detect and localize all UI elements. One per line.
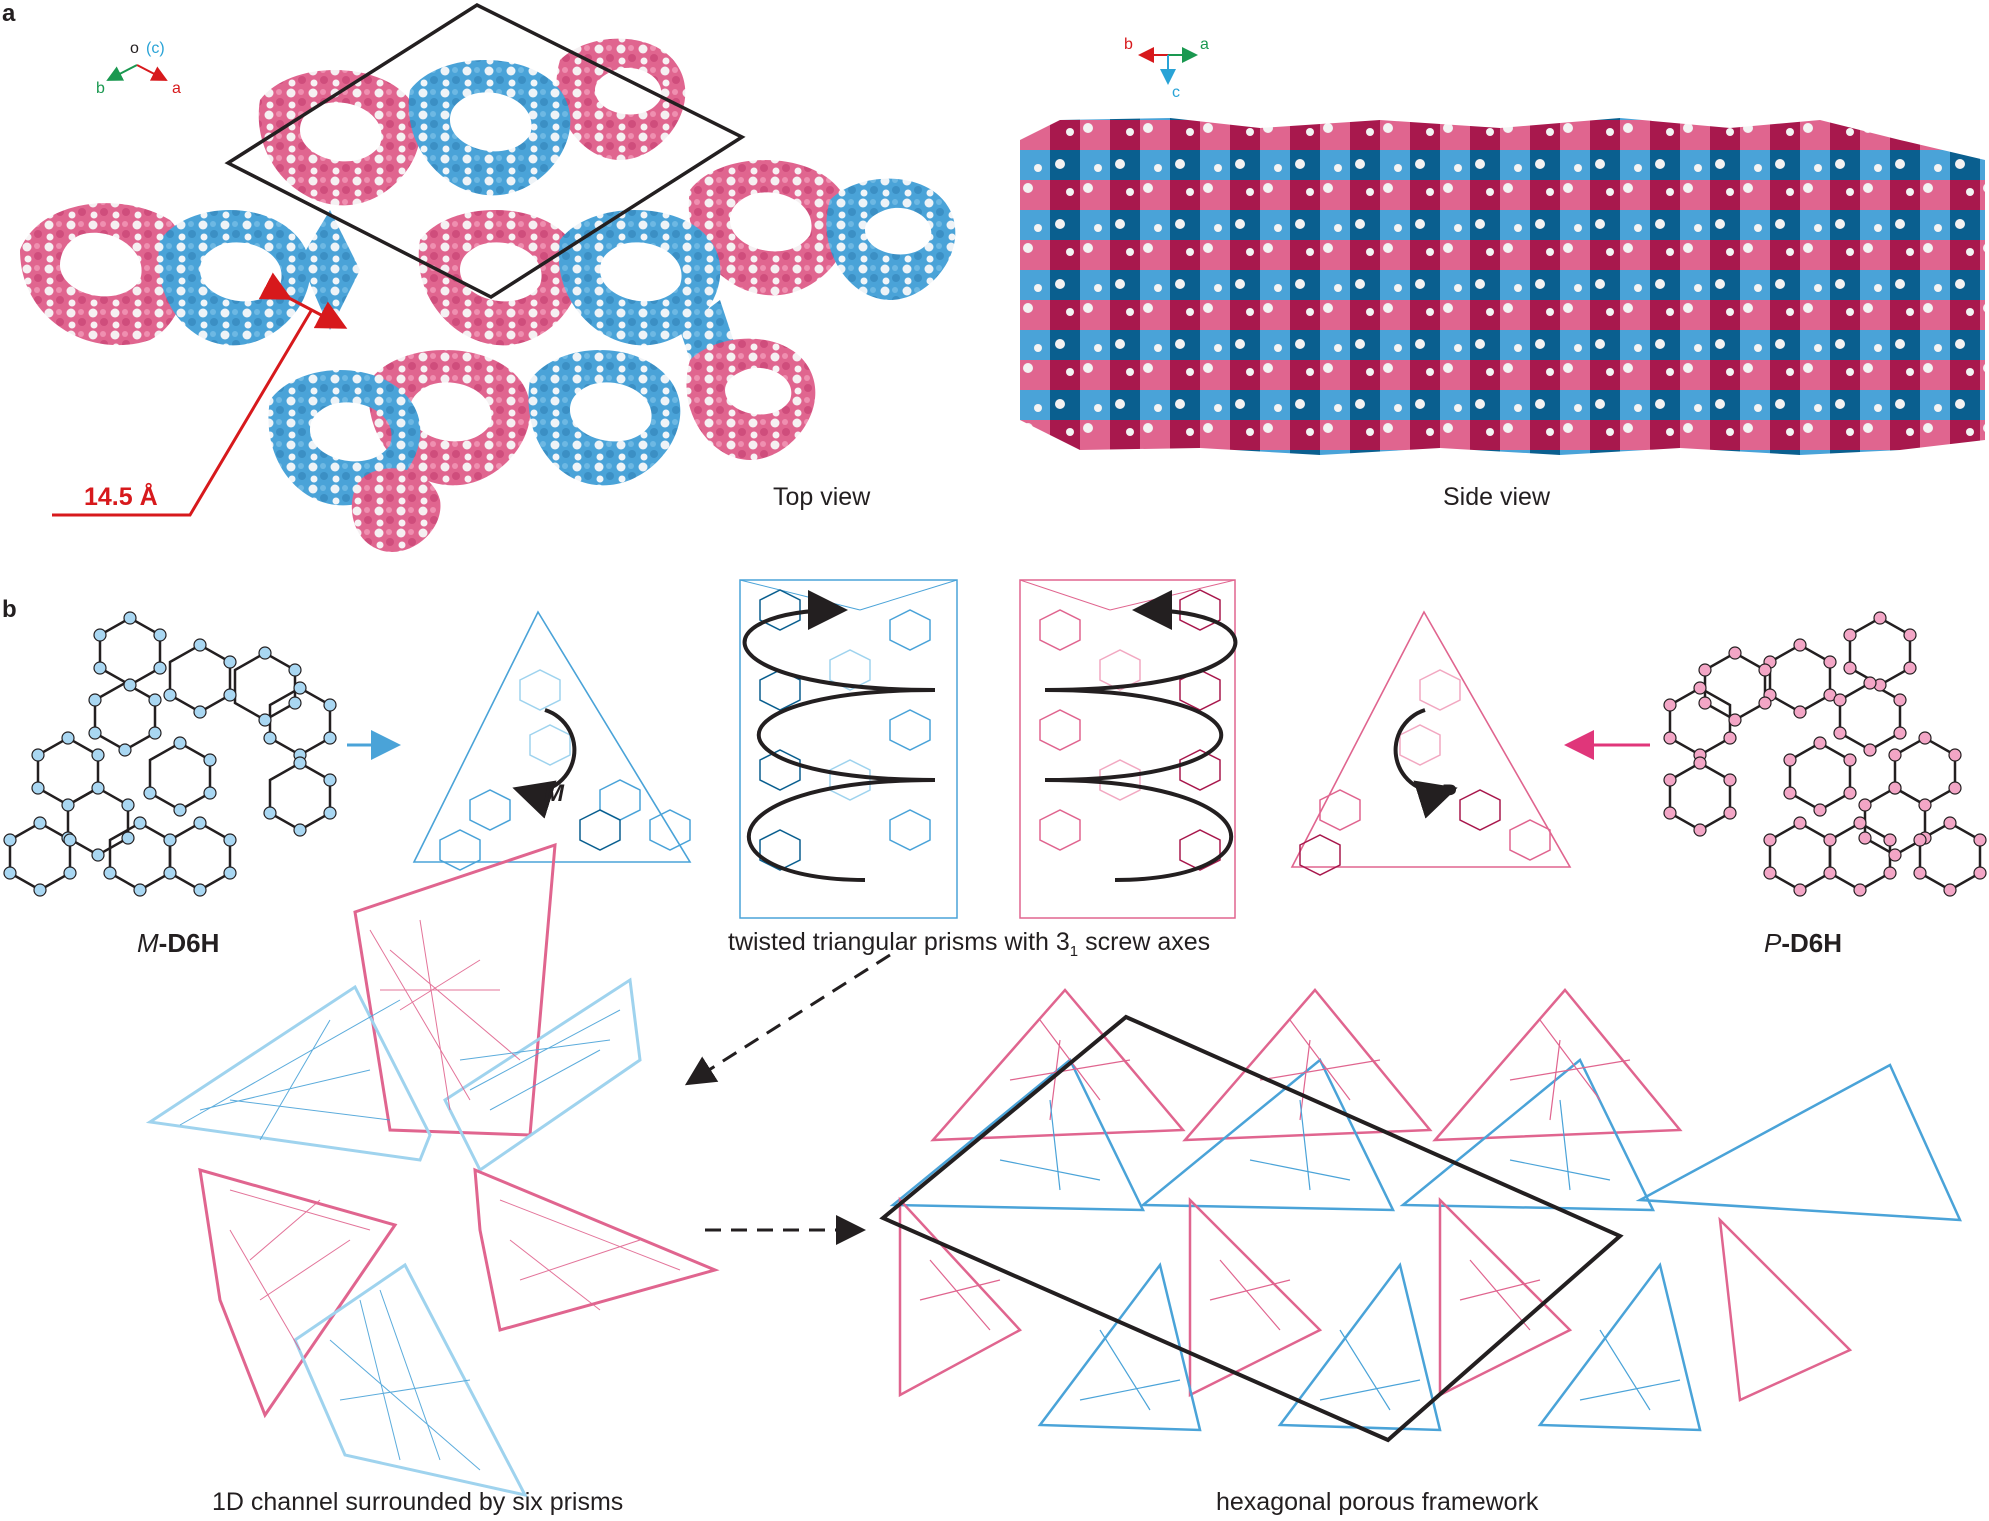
- pore-size-label: 14.5 Å: [84, 483, 158, 511]
- hexagonal-framework: [889, 988, 1962, 1432]
- p-d6h-prefix: P: [1764, 928, 1782, 958]
- m-d6h-atoms: [3, 611, 337, 897]
- prism-caption-end: screw axes: [1078, 928, 1211, 956]
- top-axis-a: a: [172, 80, 181, 97]
- top-axis-c: (c): [146, 40, 165, 57]
- panel-b-label: b: [2, 596, 17, 623]
- p-d6h-name: -D6H: [1781, 928, 1843, 958]
- side-axis-b: b: [1124, 36, 1133, 53]
- top-unit-cell: [224, 2, 746, 300]
- side-axes-icon: [1138, 47, 1198, 85]
- m-d6h-name: -D6H: [158, 928, 220, 958]
- m-helicity-label: M: [544, 780, 564, 807]
- p-d6h-caption: P-D6H: [1764, 928, 1842, 959]
- p-helicity-label: P: [1440, 780, 1457, 807]
- side-axis-a: a: [1200, 36, 1209, 53]
- prism-caption-main: twisted triangular prisms with 3: [728, 928, 1070, 956]
- channel-caption: 1D channel surrounded by six prisms: [212, 1488, 624, 1516]
- side-axis-c: c: [1172, 84, 1180, 101]
- panel-a-label: a: [2, 0, 16, 27]
- side-view-slab: [1020, 118, 1985, 455]
- m-d6h-caption: M-D6H: [137, 928, 219, 959]
- top-view-lattice: [20, 38, 956, 552]
- m-triangle-prism: [412, 610, 692, 871]
- prism-to-channel-arrow: [684, 953, 891, 1086]
- p-triangle-prism: [1290, 610, 1572, 876]
- top-axis-b: b: [96, 80, 105, 97]
- blue-helix-prism: [739, 579, 958, 919]
- m-d6h-molecule: [8, 616, 332, 892]
- p-d6h-atoms: [1663, 611, 1987, 897]
- prism-caption: twisted triangular prisms with 31 screw …: [728, 928, 1210, 960]
- side-view-caption: Side view: [1443, 483, 1550, 511]
- framework-caption: hexagonal porous framework: [1216, 1488, 1539, 1516]
- framework-unit-cell: [879, 1014, 1624, 1443]
- pore-size-double-arrow: [258, 272, 348, 329]
- top-axes-icon: [106, 64, 168, 81]
- m-d6h-prefix: M: [137, 928, 159, 958]
- six-prism-channel: [145, 842, 720, 1498]
- prism-caption-sub: 1: [1069, 943, 1079, 960]
- pink-helix-prism: [1019, 579, 1238, 919]
- top-view-caption: Top view: [773, 483, 871, 511]
- top-axis-origin: o: [130, 40, 139, 57]
- pore-size-leader-line: [52, 310, 313, 517]
